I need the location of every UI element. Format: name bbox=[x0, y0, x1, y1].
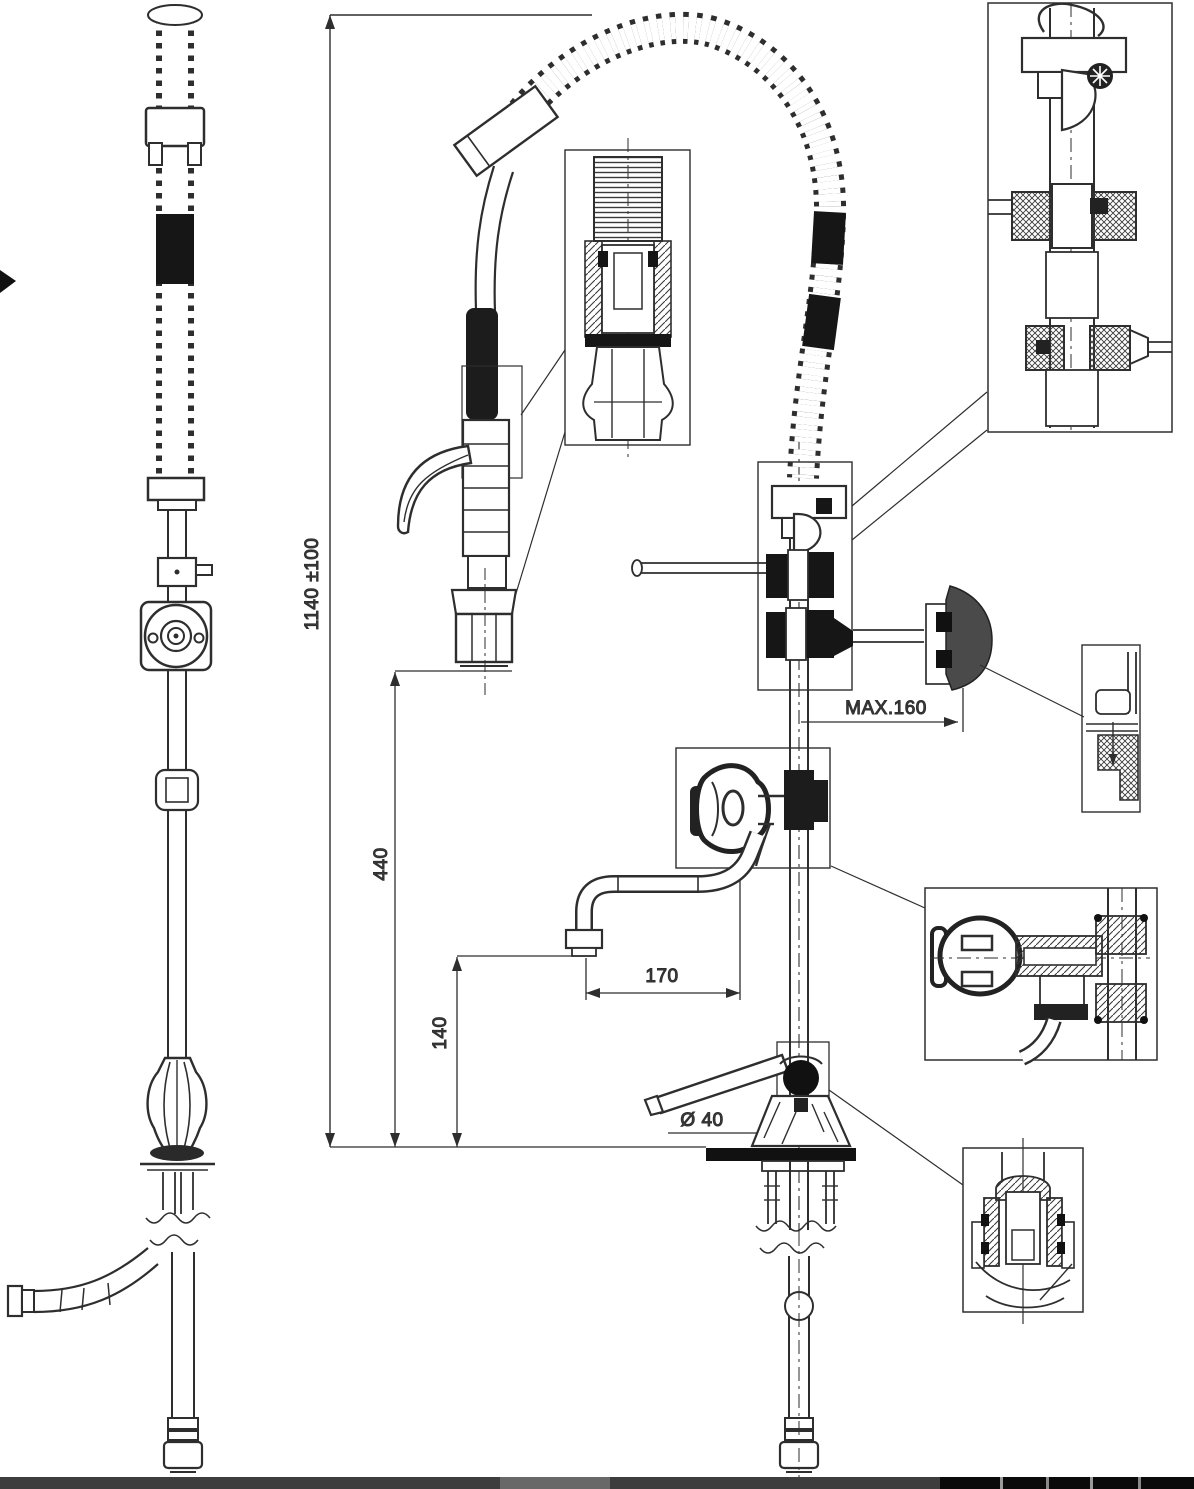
dimension-holster-offset: MAX.160 bbox=[801, 688, 964, 732]
leader-line-valve-section bbox=[830, 865, 926, 909]
spray-gun-wand bbox=[474, 165, 496, 311]
front-coil-hose bbox=[501, 11, 847, 479]
spray-gun-nozzle bbox=[452, 84, 560, 178]
inset-valve-section bbox=[924, 887, 1158, 1066]
leader-lines-riser-connections bbox=[851, 391, 988, 541]
dimension-overall-height: 1140 ±100 bbox=[302, 14, 592, 1147]
spray-gun-bell bbox=[450, 555, 518, 667]
side-supply-pipe bbox=[162, 1252, 204, 1473]
leader-line-base-nut bbox=[828, 1089, 964, 1186]
counter-deck bbox=[706, 1148, 856, 1161]
page-edge-artifact bbox=[0, 270, 16, 293]
dimension-spout-reach: 170 bbox=[585, 868, 741, 1000]
label-base-diameter: Ø 40 bbox=[680, 1110, 723, 1131]
gun-holster bbox=[925, 585, 993, 691]
spray-gun-handle bbox=[461, 418, 511, 558]
spray-gun bbox=[396, 84, 560, 698]
side-supply-hose bbox=[6, 1234, 199, 1318]
lever-mixer-body bbox=[330, 1041, 856, 1161]
inset-holster-bracket bbox=[1081, 644, 1141, 813]
label-spout-height: 140 bbox=[430, 1016, 451, 1049]
lever-ball-joint bbox=[783, 1060, 819, 1096]
label-holster-offset: MAX.160 bbox=[845, 698, 927, 719]
label-overall-height: 1140 ±100 bbox=[302, 538, 323, 631]
side-coil-hose bbox=[147, 4, 203, 480]
side-mixer-body bbox=[140, 1056, 215, 1224]
wall-bracket-assembly bbox=[631, 461, 924, 691]
swivel-spout bbox=[564, 830, 767, 957]
side-coil-base bbox=[146, 476, 213, 604]
side-upper-bracket bbox=[144, 106, 206, 166]
bottom-photo-strip bbox=[0, 1477, 1194, 1489]
side-view bbox=[6, 4, 215, 1473]
dimension-riser-height: 440 bbox=[371, 670, 512, 1147]
spray-gun-grip bbox=[466, 308, 498, 420]
label-riser-height: 440 bbox=[371, 847, 392, 880]
leader-line-holster bbox=[979, 664, 1085, 718]
label-spout-reach: 170 bbox=[645, 966, 678, 987]
dimension-spout-height: 140 bbox=[430, 955, 585, 1147]
inset-spray-head-section bbox=[564, 138, 691, 458]
side-wall-flange bbox=[139, 600, 213, 672]
leader-lines-spray-head bbox=[513, 349, 566, 601]
side-riser-pipe bbox=[154, 670, 200, 1058]
spray-gun-trigger bbox=[396, 444, 473, 535]
mixing-valve-assembly bbox=[675, 747, 831, 869]
inset-riser-connections bbox=[987, 2, 1173, 433]
under-sink-mounting bbox=[755, 1160, 845, 1487]
inset-base-nut-section bbox=[962, 1138, 1084, 1324]
